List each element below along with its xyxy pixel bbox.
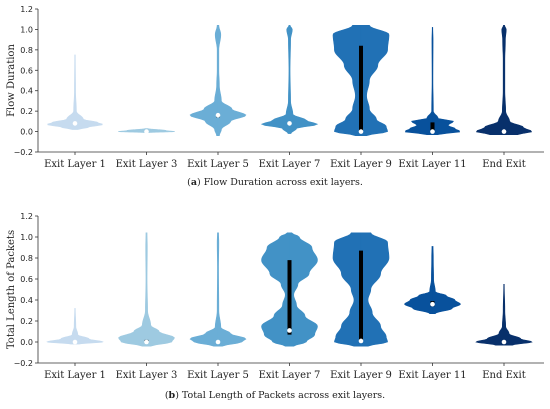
x-tick-label: Exit Layer 11 — [398, 159, 466, 170]
violin-median-dot — [287, 121, 292, 126]
caption-open-paren: ( — [165, 390, 169, 401]
x-tick-label: Exit Layer 7 — [259, 370, 321, 381]
x-tick-label: Exit Layer 1 — [44, 370, 106, 381]
y-tick-label: −0.2 — [14, 148, 33, 157]
violin-median-dot — [430, 129, 435, 134]
violin-median-dot — [215, 339, 221, 345]
caption-panel-label: a — [191, 177, 197, 188]
x-tick-label: Exit Layer 5 — [187, 159, 249, 170]
y-tick-label: 0.0 — [20, 338, 33, 347]
y-tick-label: 0.2 — [20, 317, 33, 326]
y-tick-label: 1.0 — [20, 25, 33, 34]
y-tick-label: 0.6 — [20, 275, 33, 284]
violin-median-dot — [72, 121, 78, 126]
y-tick-label: 1.2 — [20, 212, 33, 221]
y-tick-label: 0.6 — [20, 66, 33, 75]
x-tick-label: Exit Layer 9 — [330, 159, 392, 170]
y-tick-label: 1.0 — [20, 233, 33, 242]
panel-caption: (a) Flow Duration across exit layers. — [187, 177, 363, 188]
violin-median-dot — [144, 339, 149, 345]
panel-caption: (b) Total Length of Packets across exit … — [165, 390, 385, 401]
x-tick-label: End Exit — [482, 159, 525, 170]
y-tick-label: 0.0 — [20, 128, 33, 137]
y-axis-label: Flow Duration — [6, 44, 17, 117]
caption-open-paren: ( — [187, 177, 191, 188]
caption-text: Total Length of Packets across exit laye… — [182, 390, 385, 401]
caption-close-paren: ) — [197, 177, 204, 188]
violin-median-dot — [215, 112, 221, 118]
caption-panel-label: b — [169, 390, 176, 401]
violin-median-dot — [144, 129, 149, 134]
x-tick-label: Exit Layer 5 — [187, 370, 249, 381]
y-tick-label: 0.8 — [20, 46, 33, 55]
caption-close-paren: ) — [175, 390, 182, 401]
x-tick-label: Exit Layer 1 — [44, 159, 106, 170]
violin-median-dot — [72, 339, 78, 345]
y-axis-label: Total Length of Packets — [6, 230, 17, 349]
x-tick-label: Exit Layer 9 — [330, 370, 392, 381]
x-tick-label: End Exit — [482, 370, 525, 381]
y-tick-label: 0.4 — [20, 296, 33, 305]
x-tick-label: Exit Layer 3 — [116, 159, 178, 170]
y-tick-label: 0.2 — [20, 107, 33, 116]
violin-median-dot — [430, 301, 435, 307]
y-tick-label: −0.2 — [14, 359, 33, 368]
violin-median-dot — [501, 129, 507, 134]
y-tick-label: 0.4 — [20, 87, 33, 96]
violin-median-dot — [358, 338, 364, 344]
violin-median-dot — [287, 328, 292, 333]
x-tick-label: Exit Layer 11 — [398, 370, 466, 381]
violin-median-dot — [501, 339, 507, 345]
x-tick-label: Exit Layer 7 — [259, 159, 321, 170]
violin-median-dot — [358, 129, 364, 134]
x-tick-label: Exit Layer 3 — [116, 370, 178, 381]
caption-text: Flow Duration across exit layers. — [204, 177, 363, 188]
y-tick-label: 0.8 — [20, 254, 33, 263]
y-tick-label: 1.2 — [20, 5, 33, 14]
